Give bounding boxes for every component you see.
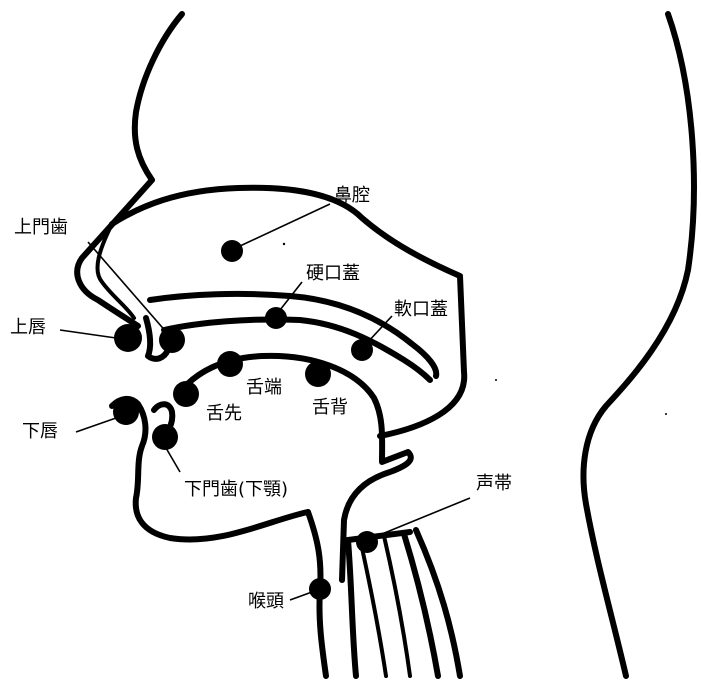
point-tongue-blade bbox=[217, 351, 243, 377]
point-upper-lip bbox=[114, 324, 142, 352]
face-profile-outline bbox=[77, 14, 182, 326]
label-nasal-cavity: 鼻腔 bbox=[334, 186, 370, 206]
point-vocal-cords bbox=[356, 531, 378, 553]
larynx-tube-left bbox=[348, 540, 356, 676]
point-lower-lip bbox=[113, 399, 139, 425]
label-lower-lip: 下唇 bbox=[22, 422, 58, 442]
leader-nasal-cavity bbox=[240, 204, 330, 246]
leader-lower-lip bbox=[76, 418, 116, 432]
label-tongue-back: 舌背 bbox=[312, 398, 348, 418]
leader-lower-teeth bbox=[166, 448, 180, 472]
point-soft-palate bbox=[351, 339, 373, 361]
point-lower-teeth bbox=[152, 424, 178, 450]
point-tongue-back bbox=[305, 361, 331, 387]
leader-vocal-cords bbox=[372, 498, 470, 538]
larynx-tube-mid2 bbox=[384, 536, 410, 676]
label-tongue-blade: 舌端 bbox=[246, 378, 282, 398]
neck-back-outline bbox=[583, 14, 693, 676]
label-hard-palate: 硬口蓋 bbox=[306, 264, 360, 284]
label-upper-lip: 上唇 bbox=[10, 318, 46, 338]
label-vocal-cords: 声帯 bbox=[476, 474, 512, 494]
speck bbox=[283, 243, 285, 245]
leader-upper-lip bbox=[60, 330, 116, 338]
speck bbox=[495, 379, 497, 381]
point-larynx bbox=[309, 578, 331, 600]
label-soft-palate: 軟口蓋 bbox=[394, 300, 448, 320]
label-upper-teeth: 上門歯 bbox=[14, 218, 68, 238]
label-tongue-tip: 舌先 bbox=[206, 404, 242, 424]
label-larynx: 喉頭 bbox=[248, 592, 284, 612]
speck bbox=[665, 413, 667, 415]
point-tongue-tip bbox=[173, 381, 199, 407]
point-upper-teeth bbox=[159, 327, 185, 353]
label-lower-teeth: 下門歯(下顎) bbox=[184, 480, 288, 500]
leader-larynx bbox=[290, 592, 312, 600]
larynx-tube-mid bbox=[362, 548, 386, 676]
point-nasal-cavity bbox=[221, 240, 243, 262]
larynx-tube-right bbox=[404, 534, 438, 676]
point-hard-palate bbox=[265, 307, 287, 329]
